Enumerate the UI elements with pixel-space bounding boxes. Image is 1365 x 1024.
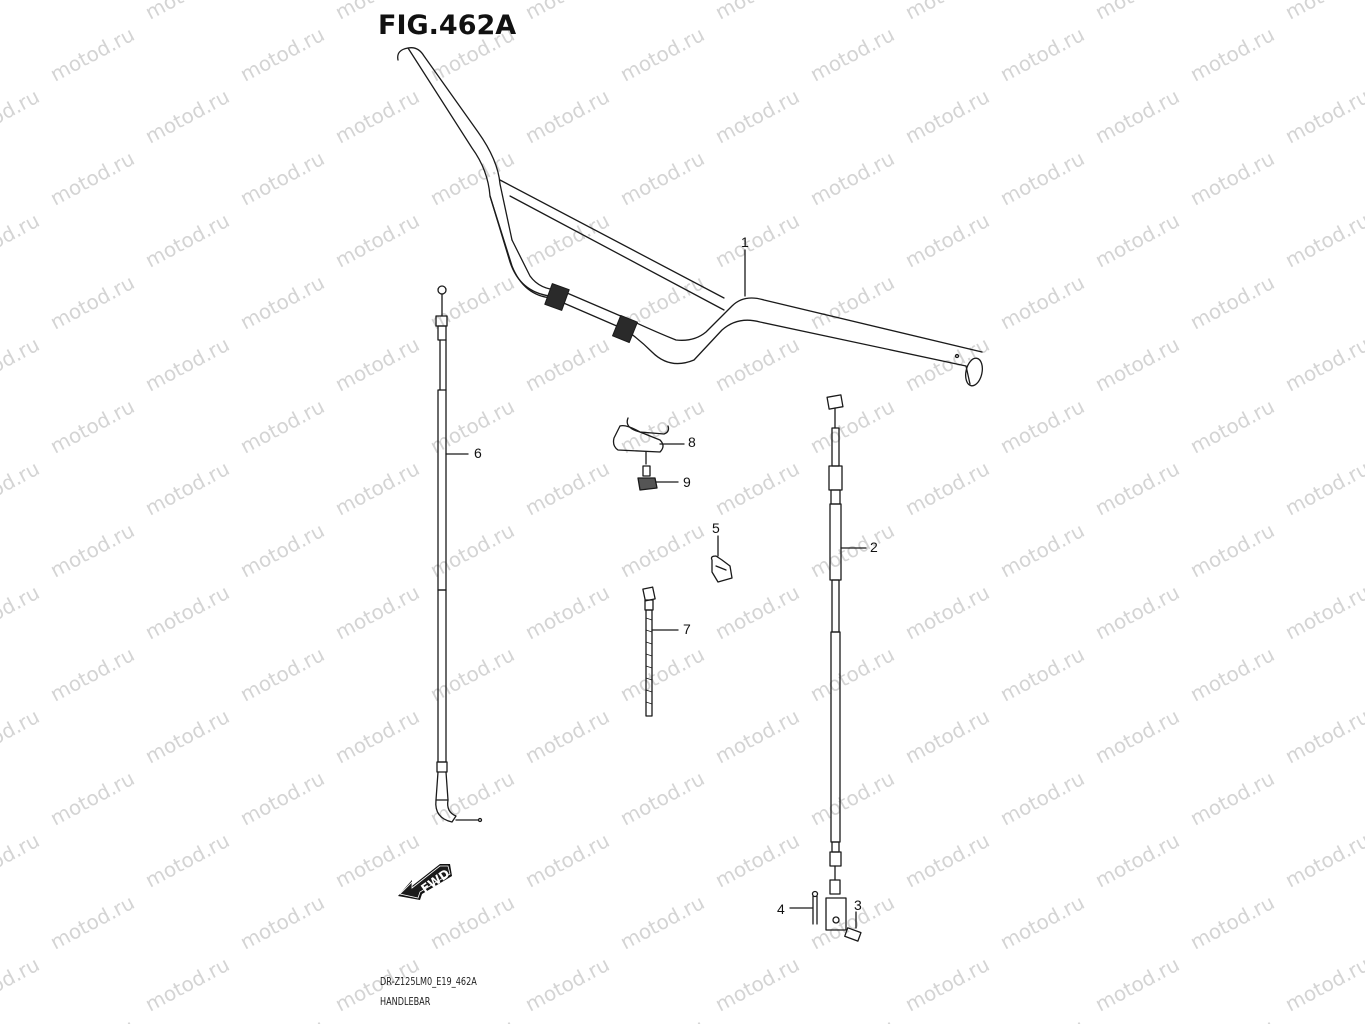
- handlebar-part-1[interactable]: [397, 47, 985, 388]
- cable-tie-part-7[interactable]: [642, 586, 679, 717]
- arrow-left-icon: [398, 864, 452, 900]
- callout-part-8[interactable]: 8: [688, 434, 696, 450]
- cable-guide-part-8[interactable]: [612, 417, 685, 465]
- bolt-part-9[interactable]: [637, 465, 679, 491]
- cable-part-2[interactable]: [825, 394, 867, 931]
- callout-part-6[interactable]: 6: [474, 445, 482, 461]
- callout-part-5[interactable]: 5: [712, 520, 720, 536]
- cotter-pin-part-4[interactable]: [789, 890, 819, 925]
- clamp-part-5[interactable]: [710, 535, 733, 583]
- figure-title: FIG.462A: [378, 10, 517, 41]
- bolt-part-3[interactable]: [844, 911, 862, 942]
- callout-part-4[interactable]: 4: [777, 901, 785, 917]
- callout-part-2[interactable]: 2: [870, 539, 878, 555]
- callout-part-1[interactable]: 1: [741, 234, 749, 250]
- callout-part-9[interactable]: 9: [683, 474, 691, 490]
- figure-name: HANDLEBAR: [380, 995, 431, 1008]
- figure-code: DR-Z125LM0_E19_462A: [380, 975, 477, 988]
- cable-part-6[interactable]: [435, 285, 483, 823]
- callout-part-7[interactable]: 7: [683, 621, 691, 637]
- callout-part-3[interactable]: 3: [854, 897, 862, 913]
- fwd-direction-marker: FWD: [398, 864, 452, 900]
